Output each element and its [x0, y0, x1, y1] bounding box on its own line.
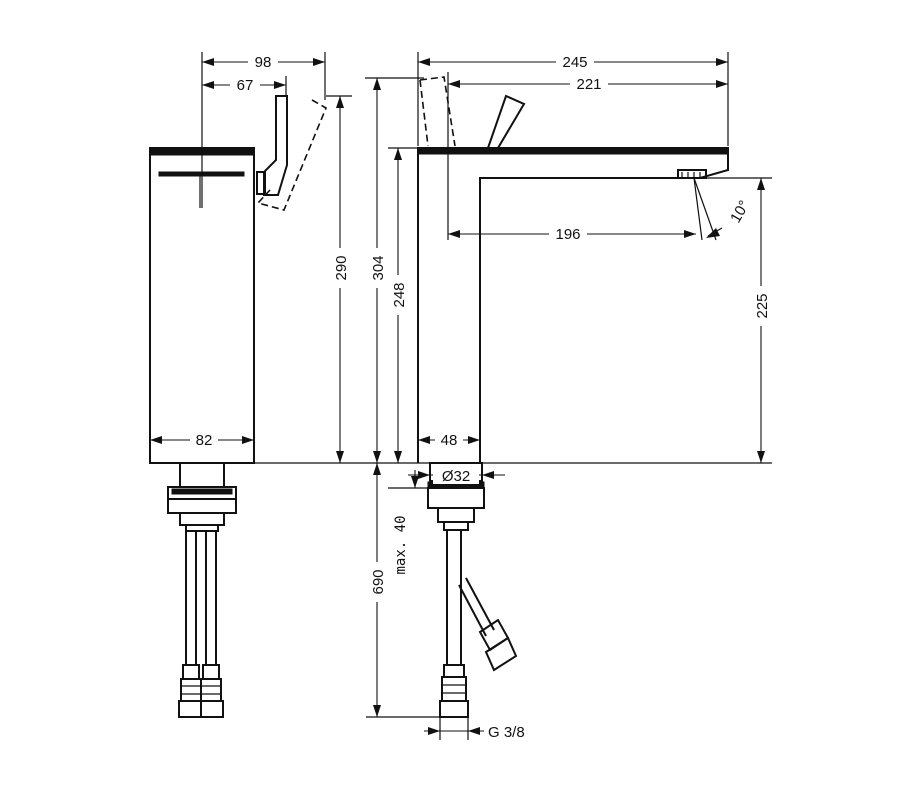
arrowhead	[373, 463, 381, 475]
side-view-shank	[179, 462, 225, 488]
arrowhead	[418, 436, 430, 444]
side-view: 98 67 290 82	[149, 52, 352, 718]
label-bg	[190, 431, 218, 449]
arrowhead	[336, 96, 344, 108]
side-view-fitting-right	[202, 664, 220, 680]
arrowhead	[468, 436, 480, 444]
front-view-angled-fitting	[478, 618, 510, 652]
arrowhead	[274, 81, 286, 89]
front-view-fitting-nut	[439, 700, 469, 718]
arrowhead	[428, 727, 440, 735]
dimension-label-248: 248	[391, 282, 408, 307]
dimension-label-196: 196	[555, 226, 580, 243]
front-view-lever-alt-position	[419, 76, 456, 147]
arrowhead	[418, 471, 430, 479]
arrowhead	[757, 178, 765, 190]
dimension-label-221: 221	[576, 76, 601, 93]
arrowhead	[336, 451, 344, 463]
arrowhead	[242, 436, 254, 444]
arrowhead	[373, 451, 381, 463]
arrowhead	[394, 451, 402, 463]
dimension-label-max40: max. 40	[393, 515, 409, 574]
dimension-label-67: 67	[237, 77, 254, 94]
dimension-label-98: 98	[255, 54, 272, 71]
side-view-fixing-plate	[179, 512, 225, 526]
dimension-label-304: 304	[370, 255, 387, 280]
label-bg	[433, 466, 479, 484]
arrowhead	[150, 436, 162, 444]
label-bg	[368, 562, 386, 602]
arrowhead	[411, 476, 419, 488]
front-view: 245 221 196 10° 304 248	[365, 52, 772, 741]
front-view-fitting-top	[443, 664, 465, 678]
side-view-fitting-left	[182, 664, 200, 680]
front-view-lever	[487, 94, 526, 149]
dimension-label-225: 225	[754, 293, 771, 318]
dimension-label-g38: G 3/8	[488, 724, 525, 741]
arrowhead	[202, 81, 214, 89]
angle-line-vertical	[693, 177, 703, 241]
arrowhead	[373, 705, 381, 717]
dimension-label-290: 290	[333, 255, 350, 280]
label-bg	[570, 75, 608, 93]
dimension-label-d32: Ø32	[442, 468, 470, 485]
angle-label: 10°	[727, 198, 753, 226]
side-view-thread-band	[171, 488, 233, 495]
label-bg	[331, 248, 349, 288]
side-view-fitting-right-body	[200, 678, 222, 702]
label-bg	[435, 431, 463, 449]
side-view-lever	[263, 95, 288, 196]
front-view-aerator	[677, 169, 707, 179]
label-bg	[752, 286, 770, 326]
front-view-fixing-plate	[437, 507, 475, 523]
label-bg	[389, 275, 407, 315]
side-view-lever-alt-position	[256, 99, 328, 211]
arrowhead	[313, 58, 325, 66]
arrowhead	[373, 78, 381, 90]
dimension-label-245: 245	[562, 54, 587, 71]
arrowhead	[418, 58, 430, 66]
label-bg	[368, 248, 386, 288]
arrowhead	[716, 80, 728, 88]
arrowhead	[468, 727, 480, 735]
side-view-fitting-left-body	[180, 678, 202, 702]
front-view-fixing-bottom	[443, 521, 469, 531]
arrowhead	[202, 58, 214, 66]
dimension-label-48: 48	[441, 432, 458, 449]
label-bg	[248, 53, 278, 71]
arrowhead	[757, 451, 765, 463]
label-bg	[556, 53, 594, 71]
side-view-fixing-bottom	[185, 524, 219, 532]
front-view-fitting-body	[441, 676, 467, 702]
label-bg	[230, 76, 260, 94]
angle-line-spray	[693, 177, 717, 241]
arrowhead	[394, 148, 402, 160]
side-view-nut	[167, 498, 237, 514]
side-view-lever-hinge	[256, 171, 266, 195]
arrowhead	[706, 228, 720, 238]
front-view-angled-hose-a	[458, 584, 487, 637]
front-view-lever-alt-edge	[419, 79, 429, 147]
arrowhead	[684, 230, 696, 238]
front-view-top-plate	[417, 147, 729, 155]
label-bg	[549, 225, 587, 243]
front-view-angled-hose-b	[465, 577, 495, 631]
front-view-nut	[427, 487, 485, 509]
arrowhead	[448, 230, 460, 238]
arrowhead	[448, 80, 460, 88]
front-view-body-outline	[417, 147, 729, 463]
arrowhead	[482, 471, 494, 479]
front-view-angled-fitting-nut	[484, 636, 518, 672]
dimension-label-690: 690	[370, 569, 387, 594]
dimension-label-82: 82	[196, 432, 213, 449]
arrowhead	[716, 58, 728, 66]
